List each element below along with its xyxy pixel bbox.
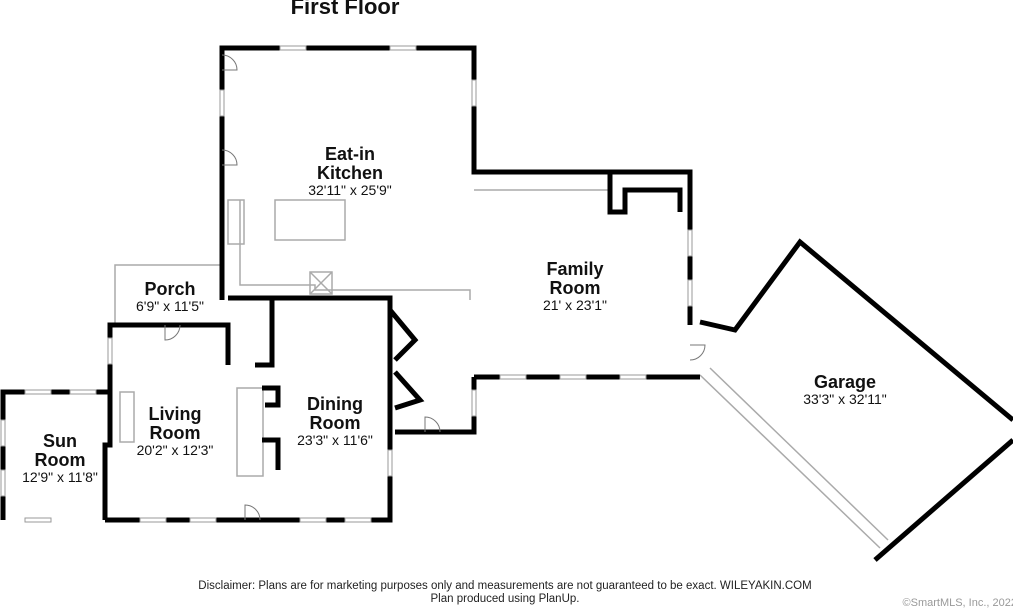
room-name: Room xyxy=(5,451,115,470)
room-name: Sun xyxy=(5,432,115,451)
disclaimer-text: Disclaimer: Plans are for marketing purp… xyxy=(180,580,830,593)
room-label-family: Family Room 21' x 23'1" xyxy=(515,260,635,312)
room-name: Garage xyxy=(785,373,905,392)
room-name: Porch xyxy=(115,280,225,299)
room-label-living: Living Room 20'2" x 12'3" xyxy=(120,405,230,457)
room-label-kitchen: Eat-in Kitchen 32'11" x 25'9" xyxy=(290,145,410,197)
room-label-sun: Sun Room 12'9" x 11'8" xyxy=(5,432,115,484)
room-label-garage: Garage 33'3" x 32'11" xyxy=(785,373,905,407)
garage-door-icon xyxy=(690,345,705,360)
room-dims: 12'9" x 11'8" xyxy=(5,470,115,485)
room-label-dining: Dining Room 23'3" x 11'6" xyxy=(280,395,390,447)
disclaimer: Disclaimer: Plans are for marketing purp… xyxy=(180,580,830,606)
thin-lines xyxy=(115,190,888,548)
room-dims: 23'3" x 11'6" xyxy=(280,433,390,448)
room-name: Kitchen xyxy=(290,164,410,183)
staircase xyxy=(237,388,263,476)
room-dims: 33'3" x 32'11" xyxy=(785,392,905,407)
room-name: Room xyxy=(280,414,390,433)
room-label-porch: Porch 6'9" x 11'5" xyxy=(115,280,225,314)
room-dims: 6'9" x 11'5" xyxy=(115,299,225,314)
copyright: ©SmartMLS, Inc., 2022 xyxy=(903,597,1013,609)
produced-by-text: Plan produced using PlanUp. xyxy=(180,593,830,606)
room-name: Eat-in xyxy=(290,145,410,164)
room-name: Dining xyxy=(280,395,390,414)
room-dims: 20'2" x 12'3" xyxy=(120,443,230,458)
kitchen-island xyxy=(275,200,345,240)
room-dims: 32'11" x 25'9" xyxy=(290,183,410,198)
room-name: Room xyxy=(120,424,230,443)
room-name: Room xyxy=(515,279,635,298)
room-dims: 21' x 23'1" xyxy=(515,298,635,313)
room-name: Living xyxy=(120,405,230,424)
stove xyxy=(228,200,244,244)
room-name: Family xyxy=(515,260,635,279)
